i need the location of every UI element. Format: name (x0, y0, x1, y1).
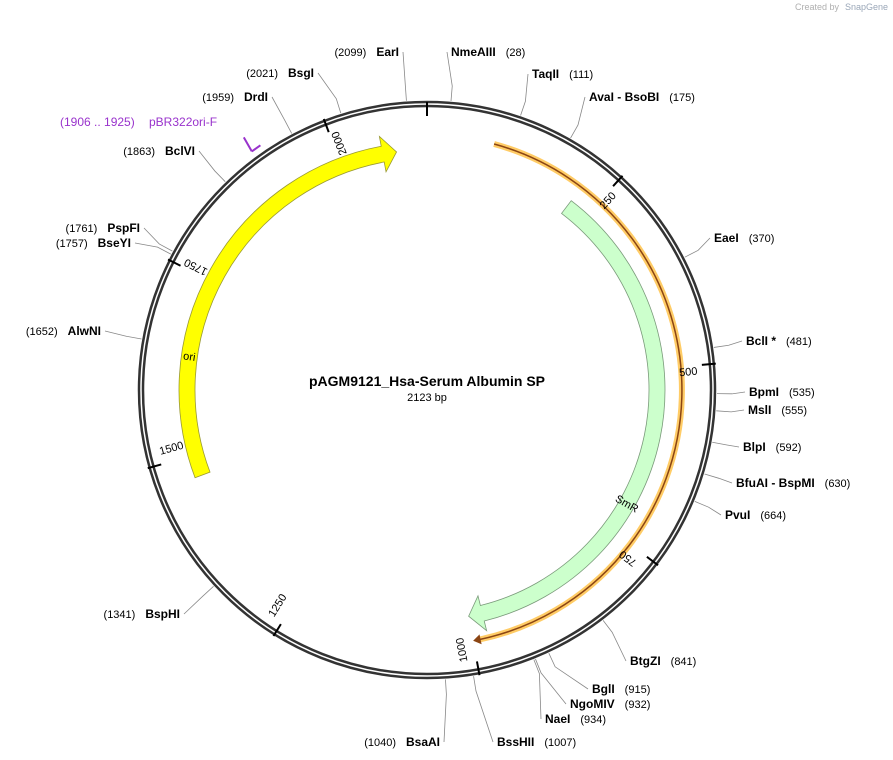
tick-label-1250: 1250 (266, 592, 289, 619)
site-label-drdi[interactable]: (1959)DrdI (202, 90, 268, 104)
site-label-pspfi[interactable]: (1761)PspFI (66, 221, 140, 235)
site-label-bcli[interactable]: BclI *(481) (746, 334, 812, 348)
site-leader-bcli (713, 340, 743, 348)
site-label-bseyi[interactable]: (1757)BseYI (56, 236, 131, 250)
site-label-naei[interactable]: NaeI(934) (545, 712, 606, 726)
tick-label-750: 750 (617, 548, 639, 569)
site-label-alwni[interactable]: (1652)AlwNI (26, 324, 101, 338)
site-leader-pspfi (143, 227, 173, 252)
primer-range: (1906 .. 1925) (60, 115, 135, 129)
primer-mark[interactable] (242, 136, 261, 153)
site-label-bclvi[interactable]: (1863)BclVI (123, 144, 195, 158)
site-label-avai-bsobi[interactable]: AvaI - BsoBI(175) (589, 90, 695, 104)
tick-mark-1750 (167, 258, 181, 267)
tick-label-500: 500 (679, 366, 698, 380)
site-label-eari[interactable]: (2099)EarI (335, 45, 399, 59)
site-label-msli[interactable]: MslI(555) (748, 403, 807, 417)
site-leader-bpmi (716, 391, 746, 395)
site-label-bsaai[interactable]: (1040)BsaAI (364, 735, 440, 749)
tick-label-250: 250 (598, 190, 619, 212)
tick-mark-1250 (272, 623, 282, 637)
feature-smr[interactable] (468, 200, 666, 632)
site-label-bsgi[interactable]: (2021)BsgI (246, 66, 314, 80)
site-leader-alwni (104, 330, 142, 340)
credit-brand-snapgene[interactable]: SnapGene (845, 2, 888, 12)
backbone-inner-ring (141, 104, 713, 676)
site-leader-eari (402, 51, 407, 101)
site-leader-bsaai (443, 679, 447, 743)
site-label-btgzi[interactable]: BtgZI(841) (630, 654, 696, 668)
tick-label-1500: 1500 (158, 440, 185, 458)
tick-mark-1500 (147, 463, 162, 470)
tick-mark-500 (701, 362, 716, 366)
site-label-ngomiv[interactable]: NgoMIV(932) (570, 697, 650, 711)
site-leader-drdi (271, 96, 293, 134)
site-leader-avai-bsobi (570, 96, 586, 139)
primer-name[interactable]: pBR322ori-F (149, 115, 217, 129)
site-label-eaei[interactable]: EaeI(370) (714, 231, 774, 245)
feature-ori[interactable] (178, 135, 398, 479)
site-label-bpmi[interactable]: BpmI(535) (749, 385, 815, 399)
site-leader-bclvi (198, 150, 226, 182)
site-leader-nmeaiii (446, 51, 453, 102)
site-leader-blpi (712, 441, 740, 448)
tick-mark-250 (612, 175, 624, 187)
tick-mark-1000 (475, 661, 481, 676)
tick-label-1750: 1750 (182, 256, 209, 278)
sites-layer: NmeAIII(28) TaqII(111) AvaI - BsoBI(175) Ea… (26, 45, 850, 749)
tick-label-2000: 2000 (330, 130, 350, 157)
site-leader-btgzi (602, 620, 627, 662)
tick-mark-750 (646, 555, 659, 567)
tick-mark-2000 (322, 118, 330, 133)
feature-label-ori: ori (182, 350, 196, 364)
site-label-nmeaiii[interactable]: NmeAIII(28) (451, 45, 525, 59)
site-label-bsshii[interactable]: BssHII(1007) (497, 735, 576, 749)
site-leader-bsshii (473, 676, 494, 743)
site-leader-bsgi (317, 72, 342, 114)
site-leader-eaei (684, 237, 711, 258)
site-label-blpi[interactable]: BlpI(592) (743, 440, 801, 454)
site-leader-taqii (520, 73, 529, 116)
site-leader-bfuai-bspmi (704, 473, 733, 484)
site-leader-bseyi (134, 242, 171, 255)
plasmid-length: 2123 bp (407, 392, 447, 404)
site-label-pvui[interactable]: PvuI(664) (725, 508, 786, 522)
orf-arrowhead (473, 634, 482, 645)
orf-line[interactable] (478, 143, 683, 641)
site-leader-naei (533, 659, 542, 720)
primer-layer: (1906 .. 1925) pBR322ori-F (60, 115, 261, 153)
site-label-bfuai-bspmi[interactable]: BfuAI - BspMI(630) (736, 476, 850, 490)
credit-created-by: Created by (795, 2, 840, 12)
site-label-taqii[interactable]: TaqII(111) (532, 67, 593, 81)
site-leader-msli (716, 409, 745, 413)
tick-label-1000: 1000 (454, 637, 470, 663)
site-leader-bsphi (183, 586, 214, 615)
site-leader-pvui (694, 501, 722, 516)
site-label-bsphi[interactable]: (1341)BspHI (104, 607, 180, 621)
site-leader-ngomiv (535, 658, 567, 705)
site-leader-bgli (548, 652, 589, 690)
site-label-bgli[interactable]: BglI(915) (592, 682, 650, 696)
plasmid-name: pAGM9121_Hsa-Serum Albumin SP (309, 373, 545, 389)
